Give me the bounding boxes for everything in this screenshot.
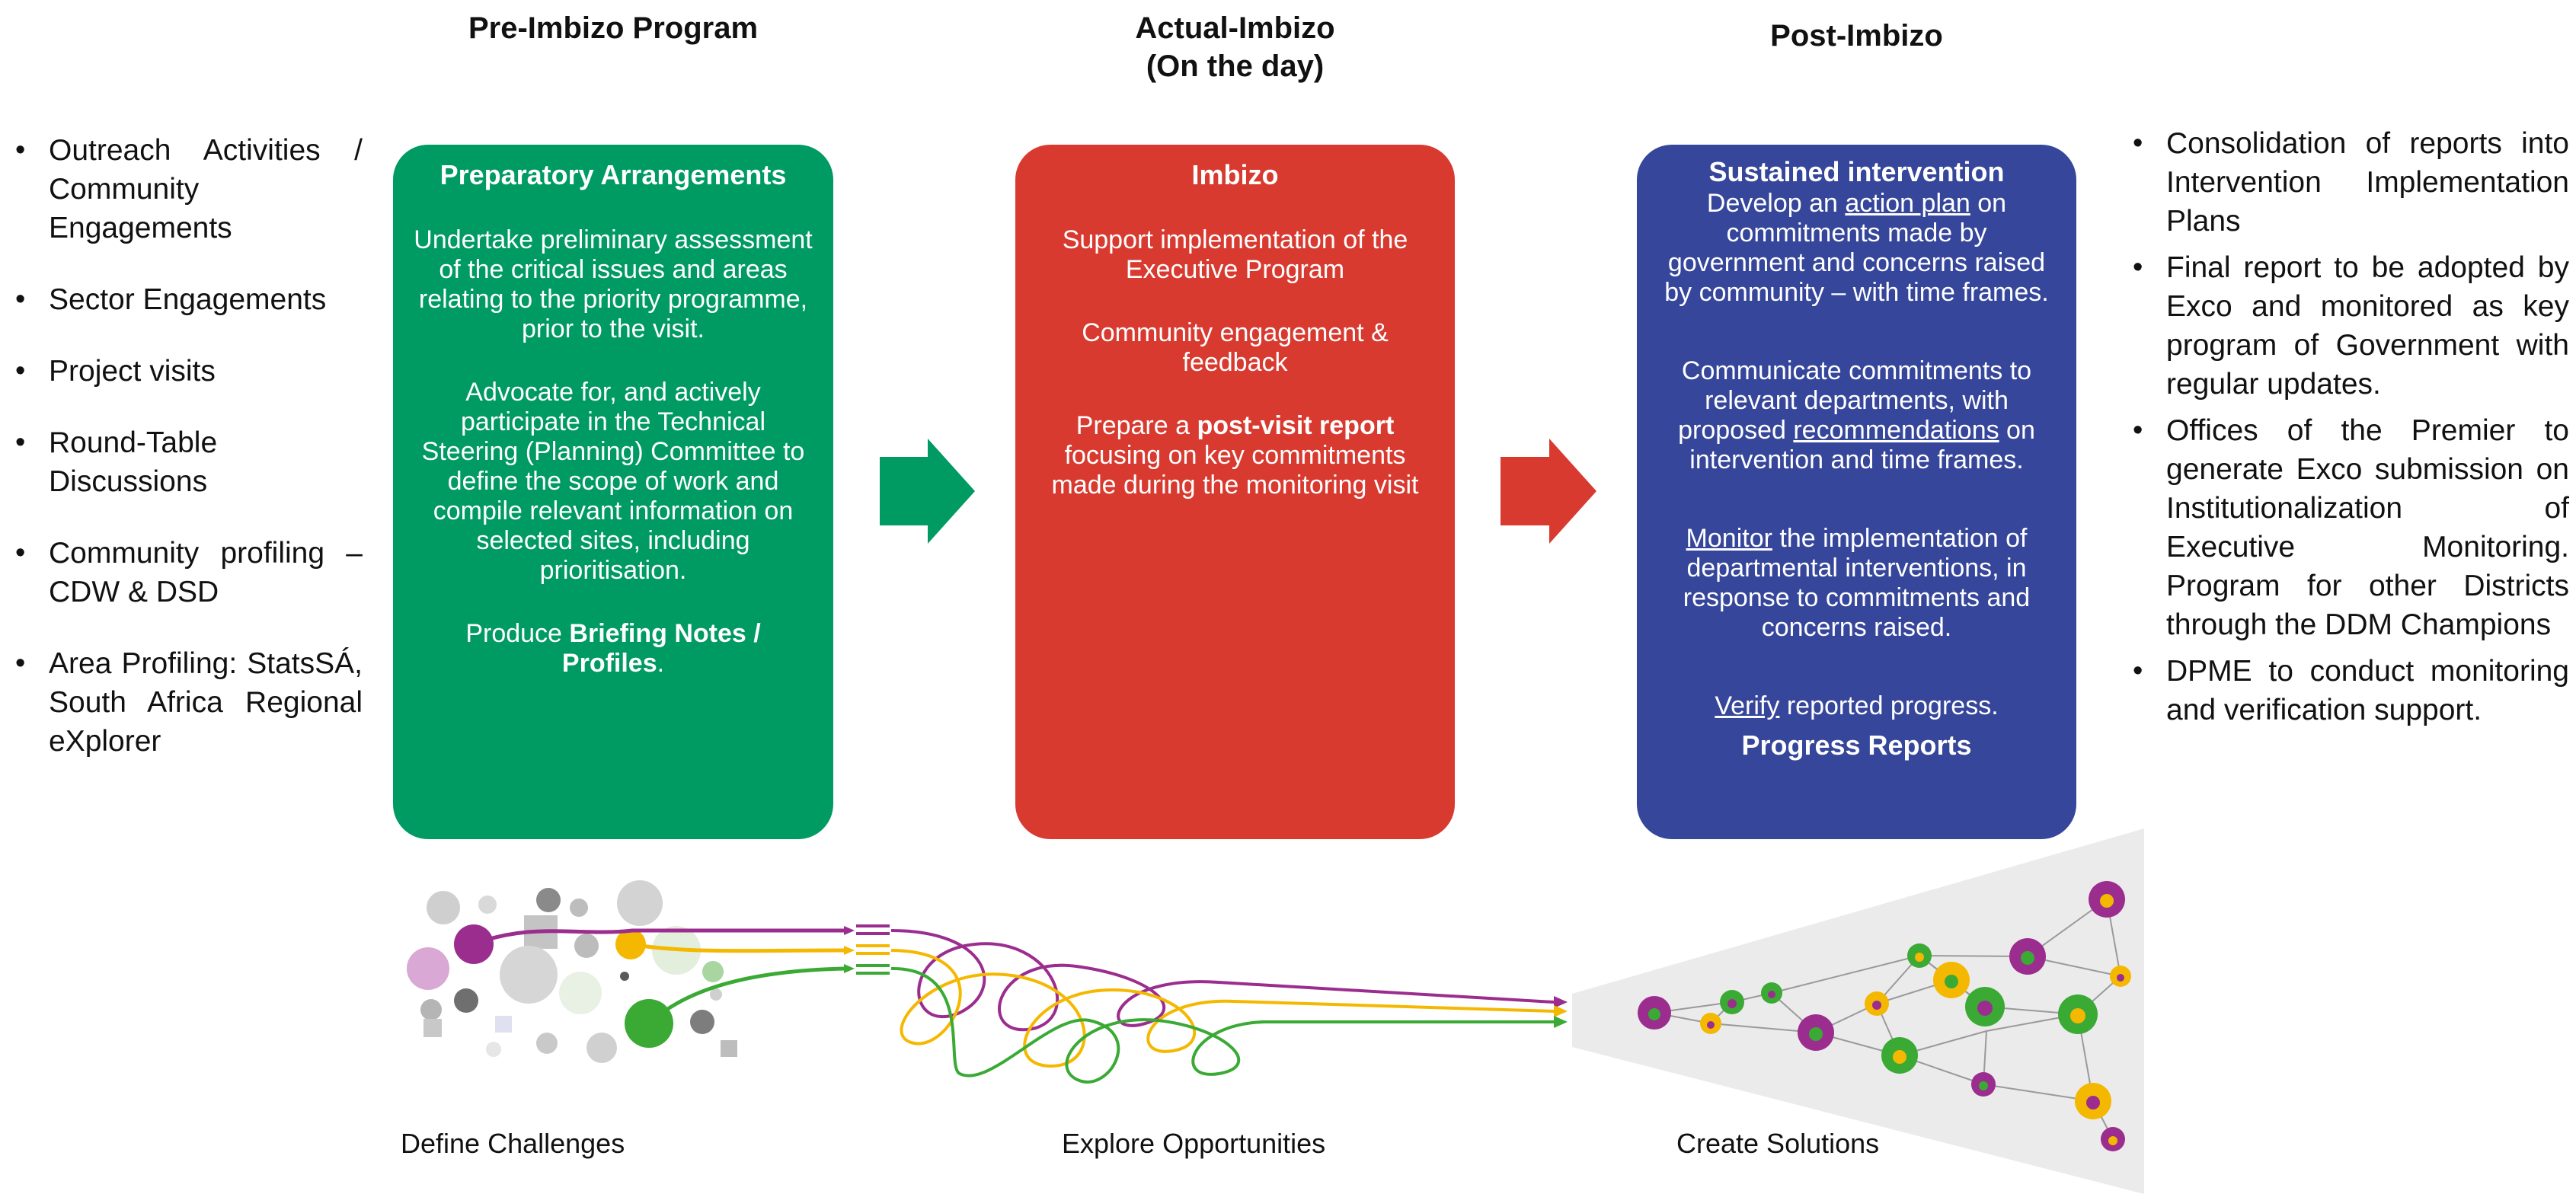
preparatory-arrangements-box: Preparatory Arrangements Undertake preli…: [393, 145, 833, 839]
caption-define-challenges: Define Challenges: [401, 1128, 625, 1159]
box-paragraph: Monitor the implementation of department…: [1657, 524, 2057, 643]
text-segment: focusing on key commitments made during …: [1051, 441, 1419, 500]
list-item: DPME to conduct monitoring and verificat…: [2133, 652, 2569, 729]
underlined-text: Monitor: [1686, 524, 1772, 553]
list-item: Project visits: [15, 352, 363, 391]
underlined-text: action plan: [1845, 189, 1970, 218]
underlined-text: recommendations: [1793, 416, 1999, 445]
text-segment: reported progress.: [1779, 691, 1999, 720]
heading-actual-line1: Actual-Imbizo: [1135, 11, 1335, 45]
pre-imbizo-activities-list: Outreach Activities / Community Engageme…: [15, 131, 363, 793]
exploration-loops: [890, 929, 1555, 1084]
red-arrow-icon: [1501, 439, 1596, 544]
flow-arrowheads: [1554, 996, 1568, 1028]
underlined-text: Verify: [1715, 691, 1780, 720]
box-paragraph: Develop an action plan on commitments ma…: [1657, 189, 2057, 308]
sustained-intervention-box: Sustained intervention Develop an action…: [1637, 145, 2076, 839]
idea-flow-lines: [473, 928, 845, 1025]
text-segment: Develop an: [1706, 189, 1846, 218]
box-paragraph: Communicate commitments to relevant depa…: [1657, 356, 2057, 475]
box-paragraph: Verify reported progress.: [1657, 691, 2057, 721]
list-item: Sector Engagements: [15, 280, 363, 319]
list-item: Round-Table Discussions: [15, 423, 363, 501]
box-title: Sustained intervention: [1708, 156, 2005, 187]
caption-explore-opportunities: Explore Opportunities: [1062, 1128, 1326, 1159]
list-item: Outreach Activities / Community Engageme…: [15, 131, 363, 247]
text-segment: .: [657, 649, 665, 678]
filter-bundle-icon: [844, 924, 890, 975]
box-paragraph: Advocate for, and actively participate i…: [421, 378, 805, 585]
list-item: Community profiling – CDW & DSD: [15, 534, 363, 611]
box-paragraph: Support implementation of the Executive …: [1062, 225, 1408, 284]
text-segment: Produce: [465, 619, 570, 648]
text-segment: Prepare a: [1075, 411, 1197, 440]
box-paragraph: Prepare a post-visit report focusing on …: [1035, 411, 1435, 500]
heading-actual-line2: (On the day): [1146, 49, 1325, 83]
progress-reports-label: Progress Reports: [1741, 729, 1972, 761]
bold-text: Briefing Notes / Profiles: [561, 619, 761, 678]
bold-text: post-visit report: [1197, 411, 1395, 440]
caption-create-solutions: Create Solutions: [1676, 1128, 1880, 1159]
box-title: Imbizo: [1191, 159, 1279, 190]
box-paragraph: Produce Briefing Notes / Profiles.: [413, 619, 813, 678]
heading-actual-imbizo: Actual-Imbizo (On the day): [1015, 9, 1455, 85]
heading-pre-imbizo: Pre-Imbizo Program: [468, 11, 759, 45]
text-segment: on commitments made by government and co…: [1664, 189, 2049, 307]
solutions-funnel-shape: [1572, 828, 2144, 1194]
heading-post-imbizo: Post-Imbizo: [1770, 19, 1943, 53]
box-paragraph: Undertake preliminary assessment of the …: [414, 225, 813, 343]
box-title: Preparatory Arrangements: [439, 159, 787, 190]
imbizo-box: Imbizo Support implementation of the Exe…: [1015, 145, 1455, 839]
text-segment: the implementation of departmental inter…: [1683, 524, 2031, 642]
text-segment: on intervention and time frames.: [1689, 416, 2035, 474]
green-arrow-icon: [880, 439, 975, 544]
list-item: Final report to be adopted by Exco and m…: [2133, 248, 2569, 404]
list-item: Area Profiling: StatsSÁ, South Africa Re…: [15, 644, 363, 761]
text-segment: Communicate commitments to relevant depa…: [1678, 356, 2032, 445]
list-item: Offices of the Premier to generate Exco …: [2133, 411, 2569, 644]
scattered-ideas-cluster: [407, 880, 737, 1063]
post-imbizo-actions-list: Consolidation of reports into Interventi…: [2133, 124, 2569, 737]
box-paragraph: Community engagement & feedback: [1082, 318, 1389, 377]
solutions-network: [1638, 881, 2131, 1151]
list-item: Consolidation of reports into Interventi…: [2133, 124, 2569, 241]
